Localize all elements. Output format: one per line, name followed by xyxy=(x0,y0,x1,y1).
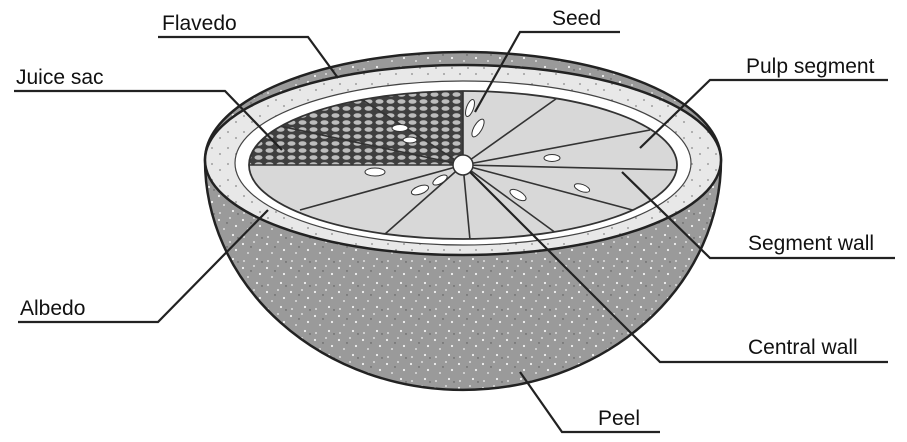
seed-shape xyxy=(544,155,560,162)
label-pulp-segment: Pulp segment xyxy=(746,55,875,78)
label-flavedo: Flavedo xyxy=(162,12,237,35)
seed-shape xyxy=(403,137,417,143)
label-albedo: Albedo xyxy=(20,297,85,320)
seed-shape xyxy=(365,168,385,176)
label-central-wall: Central wall xyxy=(748,336,858,359)
label-seed: Seed xyxy=(552,7,601,30)
label-juice-sac: Juice sac xyxy=(16,66,104,89)
label-peel: Peel xyxy=(598,407,640,430)
seed-shape xyxy=(392,125,408,132)
label-segment-wall: Segment wall xyxy=(748,232,874,255)
